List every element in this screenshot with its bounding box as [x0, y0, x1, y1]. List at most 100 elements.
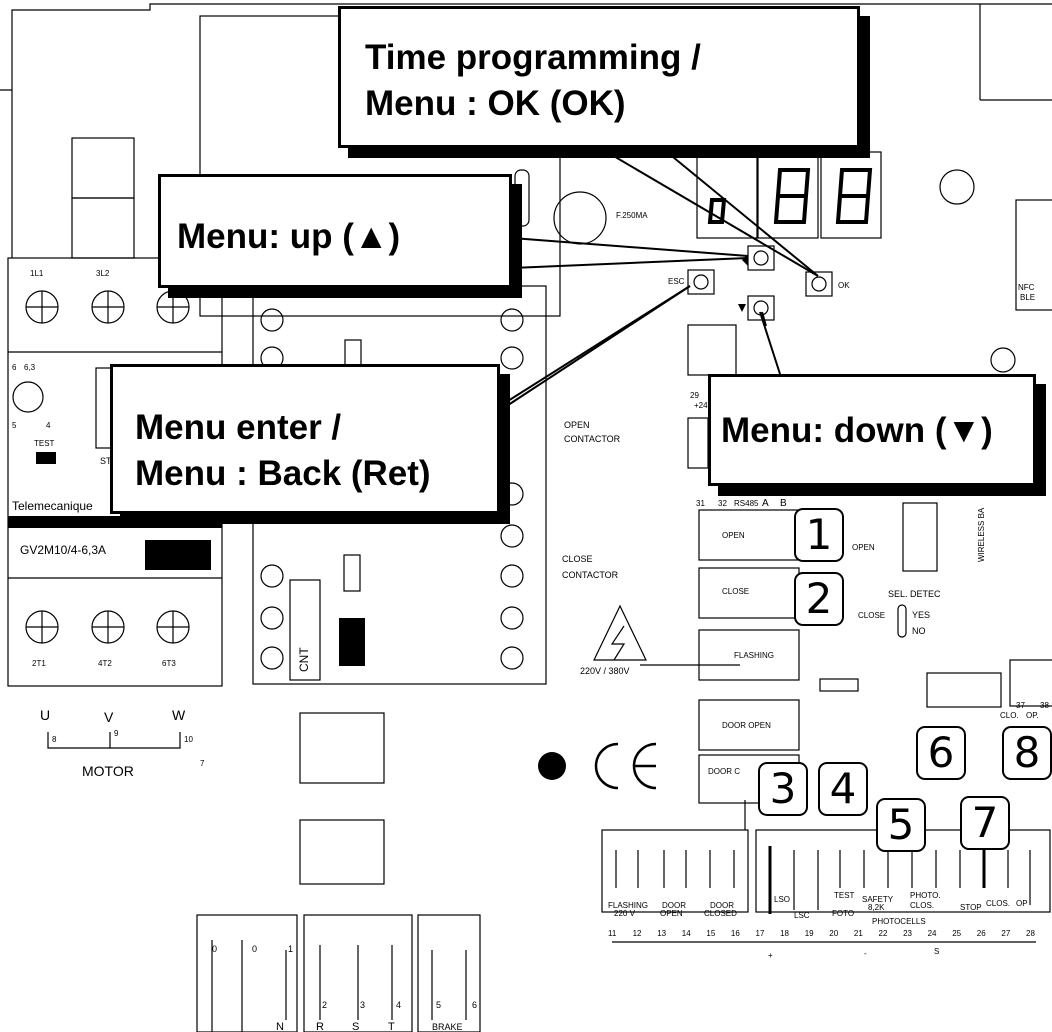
callout-up: Menu: up (▲) [158, 174, 512, 288]
svg-text:5: 5 [12, 421, 17, 430]
svg-text:DOOR C: DOOR C [708, 767, 740, 776]
svg-text:32: 32 [718, 499, 727, 508]
marker-6: 6 [916, 726, 966, 780]
marker-5: 5 [876, 798, 926, 852]
callout-enter: Menu enter / Menu : Back (Ret) [110, 364, 500, 514]
svg-text:NFC: NFC [1018, 283, 1035, 292]
svg-text:6: 6 [472, 1000, 477, 1010]
terminal-number: 13 [657, 929, 666, 938]
svg-text:9: 9 [114, 729, 119, 738]
svg-text:CONTACTOR: CONTACTOR [564, 434, 621, 444]
svg-text:0: 0 [252, 944, 257, 954]
svg-text:4: 4 [46, 421, 51, 430]
terminal-number: 11 [608, 929, 617, 938]
terminal-number: 17 [756, 929, 765, 938]
marker-3: 3 [758, 762, 808, 816]
svg-text:OPEN: OPEN [722, 531, 745, 540]
svg-text:OPEN: OPEN [564, 420, 590, 430]
terminal-block-left [601, 829, 749, 913]
esc-label: ESC [668, 277, 685, 286]
svg-text:8: 8 [52, 735, 57, 744]
terminal-number: 15 [706, 929, 715, 938]
svg-text:7: 7 [200, 759, 205, 768]
terminal-number: 28 [1026, 929, 1035, 938]
terminal-number: 23 [903, 929, 912, 938]
svg-text:NO: NO [912, 626, 926, 636]
svg-text:3: 3 [360, 1000, 365, 1010]
svg-text:1L1: 1L1 [30, 269, 44, 278]
terminal-number: 14 [682, 929, 691, 938]
svg-text:WIRELESS BA: WIRELESS BA [977, 507, 986, 562]
ok-button-frame [805, 271, 833, 297]
svg-text:6,3: 6,3 [24, 363, 36, 372]
terminal-number: 22 [879, 929, 888, 938]
svg-text:2T1: 2T1 [32, 659, 46, 668]
svg-text:CONTACTOR: CONTACTOR [562, 570, 619, 580]
svg-text:LSC: LSC [794, 911, 810, 920]
callout-down: Menu: down (▼) [708, 374, 1036, 486]
svg-text:FOTO: FOTO [832, 909, 854, 918]
fuse-label: F.250MA [616, 211, 648, 220]
svg-text:CNT: CNT [297, 647, 311, 672]
callout-ok-line1: Time programming / [365, 38, 701, 77]
svg-text:RS485: RS485 [734, 499, 759, 508]
svg-text:6T3: 6T3 [162, 659, 176, 668]
esc-button-frame [687, 269, 715, 295]
terminal-number: 21 [854, 929, 863, 938]
callout-ok-line2: Menu : OK (OK) [365, 84, 626, 123]
svg-text:CLOS.: CLOS. [986, 899, 1010, 908]
svg-text:DOOR OPEN: DOOR OPEN [722, 721, 771, 730]
svg-text:OPEN: OPEN [852, 543, 875, 552]
svg-text:PHOTOCELLS: PHOTOCELLS [872, 917, 926, 926]
marker-7: 7 [960, 796, 1010, 850]
svg-text:PHOTO.: PHOTO. [910, 891, 941, 900]
svg-text:CLOSED: CLOSED [704, 909, 737, 918]
down-button-frame [747, 295, 775, 321]
terminal-number: 25 [952, 929, 961, 938]
svg-text:U: U [40, 707, 50, 723]
marker-2: 2 [794, 572, 844, 626]
terminal-number: 16 [731, 929, 740, 938]
marker-4: 4 [818, 762, 868, 816]
callout-down-text: Menu: down (▼) [721, 411, 993, 450]
svg-text:CLOS.: CLOS. [910, 901, 934, 910]
svg-text:2: 2 [322, 1000, 327, 1010]
svg-text:FLASHING: FLASHING [734, 651, 774, 660]
callout-enter-line1: Menu enter / [135, 408, 342, 447]
callout-ok: Time programming / Menu : OK (OK) [338, 6, 860, 148]
logo-icon [538, 752, 566, 780]
svg-text:B: B [780, 498, 787, 509]
svg-text:6: 6 [12, 363, 17, 372]
svg-text:OPEN: OPEN [660, 909, 683, 918]
svg-text:CLOSE: CLOSE [858, 611, 885, 620]
svg-text:YES: YES [912, 610, 930, 620]
svg-text:CLO.: CLO. [1000, 711, 1019, 720]
svg-text:SAFETY: SAFETY [862, 895, 894, 904]
svg-text:-: - [864, 949, 867, 958]
svg-text:STOP: STOP [960, 903, 982, 912]
svg-text:4T2: 4T2 [98, 659, 112, 668]
svg-text:SEL. DETEC: SEL. DETEC [888, 589, 941, 599]
up-button-frame [747, 245, 775, 271]
svg-text:3L2: 3L2 [96, 269, 110, 278]
marker-8: 8 [1002, 726, 1052, 780]
terminal-number: 26 [977, 929, 986, 938]
terminal-number: 19 [805, 929, 814, 938]
svg-text:DOOR: DOOR [662, 901, 686, 910]
svg-text:8,2K: 8,2K [868, 903, 885, 912]
svg-text:TEST: TEST [34, 439, 55, 448]
svg-text:CLOSE: CLOSE [722, 587, 749, 596]
svg-text:0: 0 [212, 944, 217, 954]
svg-text:31: 31 [696, 499, 705, 508]
svg-text:10: 10 [184, 735, 193, 744]
svg-text:BRAKE: BRAKE [432, 1022, 463, 1032]
ce-mark-icon [594, 742, 657, 790]
svg-text:29: 29 [690, 391, 699, 400]
svg-text:5: 5 [436, 1000, 441, 1010]
svg-text:1: 1 [288, 944, 293, 954]
svg-text:4: 4 [396, 1000, 401, 1010]
svg-text:OP: OP [1016, 899, 1028, 908]
svg-text:38: 38 [1040, 701, 1049, 710]
